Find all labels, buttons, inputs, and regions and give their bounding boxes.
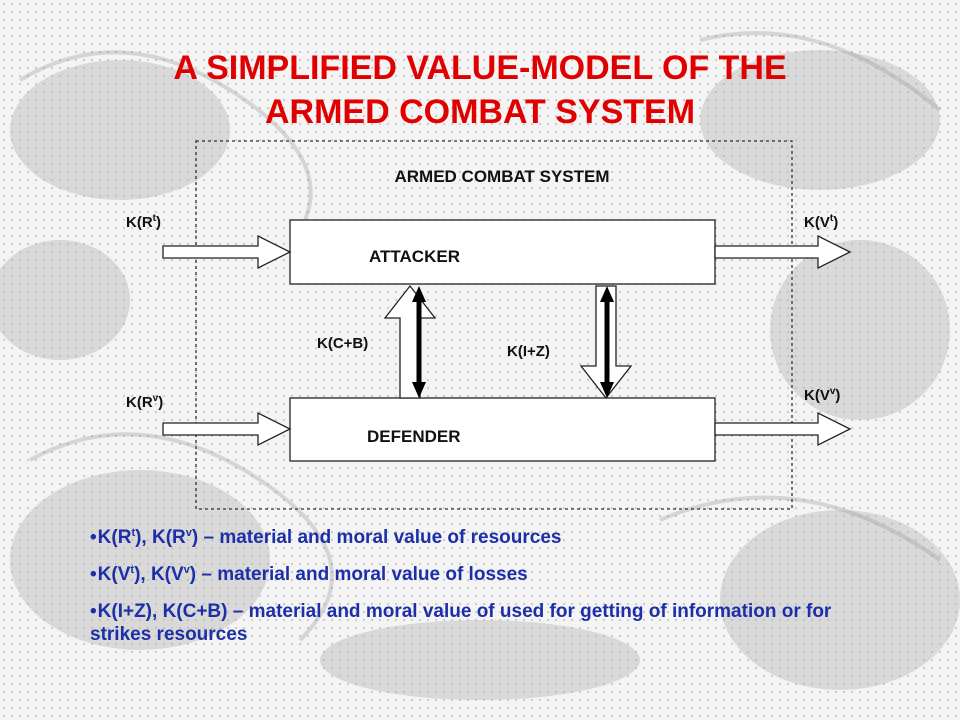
defender-box xyxy=(289,397,716,462)
system-label: ARMED COMBAT SYSTEM xyxy=(394,167,609,186)
link-arrow-left-solid-head-down xyxy=(412,382,426,398)
input-label-attacker: K(Rt) xyxy=(126,213,161,231)
link-left-label: K(C+B) xyxy=(317,335,368,352)
output-arrow-attacker xyxy=(714,234,852,270)
attacker-label: ATTACKER xyxy=(369,247,460,266)
link-right-label: K(I+Z) xyxy=(507,343,550,360)
bullet-information-strikes: K(I+Z), K(C+B) – material and moral valu… xyxy=(88,600,848,646)
input-arrow-attacker xyxy=(162,234,292,270)
page-title: A SIMPLIFIED VALUE-MODEL OF THE ARMED CO… xyxy=(0,46,960,134)
defender-label: DEFENDER xyxy=(367,427,461,446)
output-label-attacker: K(Vt) xyxy=(804,213,838,231)
output-arrow-defender xyxy=(714,411,852,447)
link-arrow-right-solid-head-up xyxy=(600,286,614,302)
link-arrow-right-solid-head-down xyxy=(600,382,614,398)
link-arrow-left-solid-head-up xyxy=(412,286,426,302)
title-line-1: A SIMPLIFIED VALUE-MODEL OF THE xyxy=(173,49,787,87)
system-boundary xyxy=(195,140,793,510)
link-arrow-left-hollow xyxy=(383,284,437,399)
output-label-defender: K(Vv) xyxy=(804,386,840,404)
bullet-losses: K(Vt), K(Vv) – material and moral value … xyxy=(88,563,848,586)
legend-bullets: K(Rt), K(Rv) – material and moral value … xyxy=(88,526,848,660)
title-line-2: ARMED COMBAT SYSTEM xyxy=(264,93,696,131)
attacker-box xyxy=(289,219,716,285)
bullet-resources: K(Rt), K(Rv) – material and moral value … xyxy=(88,526,848,549)
input-arrow-defender xyxy=(162,411,292,447)
input-label-defender: K(Rv) xyxy=(126,393,163,411)
